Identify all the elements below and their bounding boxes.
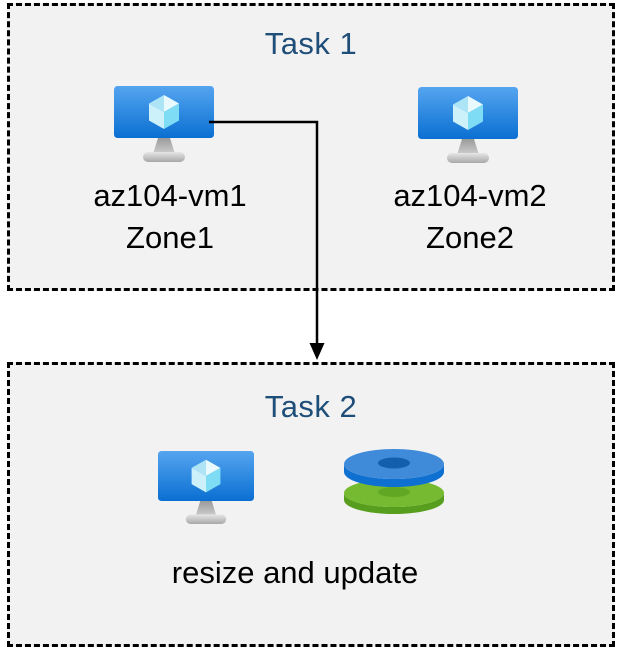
virtual-machine-icon — [158, 451, 254, 525]
vm1-name: az104-vm1 — [93, 178, 247, 213]
vm2-name: az104-vm2 — [393, 178, 547, 213]
managed-disks-icon — [344, 449, 444, 514]
virtual-machine-icon — [418, 87, 518, 163]
task2-title: Task 2 — [264, 389, 358, 424]
vm1-zone: Zone1 — [126, 220, 214, 255]
task1-title: Task 1 — [264, 26, 358, 61]
task2-panel: Task 2 resize and update — [7, 362, 615, 647]
task2-caption: resize and update — [171, 555, 419, 590]
virtual-machine-icon — [114, 86, 214, 162]
vm2-zone: Zone2 — [426, 220, 514, 255]
